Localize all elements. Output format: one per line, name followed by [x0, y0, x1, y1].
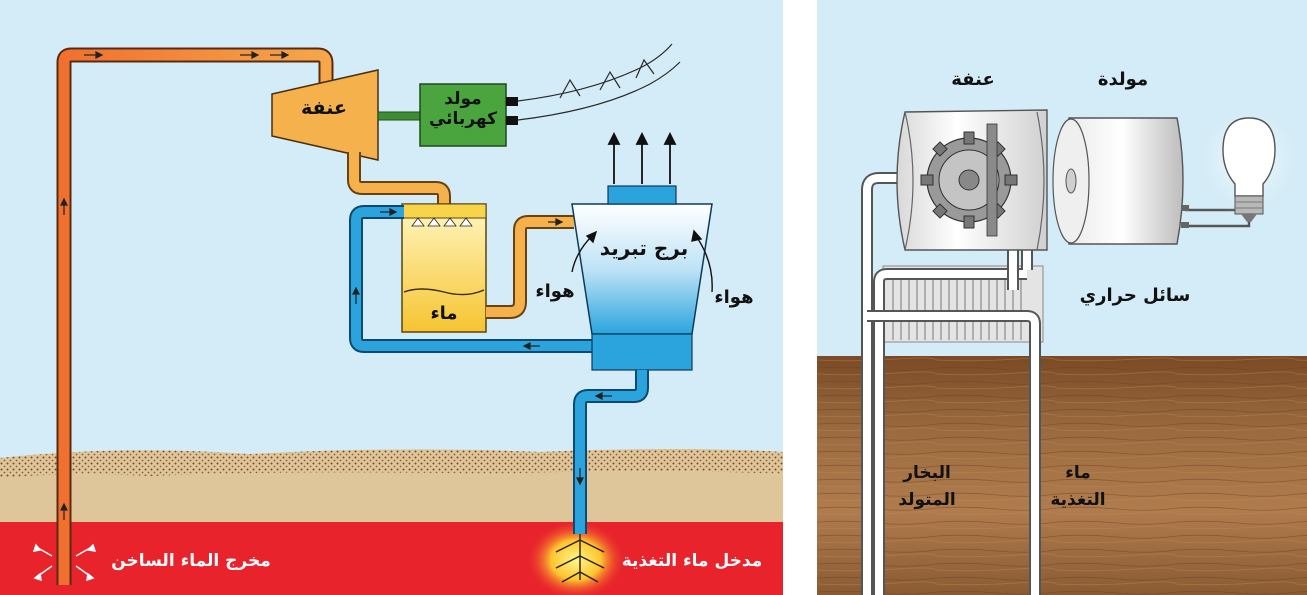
cooling-tower-label: برج تبريد [599, 236, 689, 260]
hot-pipe-arrows [60, 51, 290, 520]
hot-water-outlet-label: مخرج الماء الساخن [111, 551, 271, 571]
cooling-tower-body [571, 203, 713, 335]
return-pipe-arrows [548, 218, 564, 226]
water-level [403, 288, 485, 296]
cold-loop-arrows [352, 208, 540, 350]
feed-water-label: ماء التغذية [1050, 463, 1106, 511]
generator-shaft [1065, 168, 1077, 194]
turbine-shaft [377, 111, 423, 121]
binary-cycle-diagram: عنفة مولدة سائل حراري البخار المتولد ماء… [817, 0, 1307, 595]
power-lines [517, 43, 681, 121]
spray-nozzles [411, 217, 473, 227]
gear-icon [920, 131, 1018, 229]
turbine-label: عنفة [301, 97, 347, 119]
generated-steam-label: البخار المتولد [898, 463, 956, 511]
air-left-label: هواء [535, 281, 575, 302]
generator-terminal-top [506, 97, 518, 106]
thermal-fluid-label: سائل حراري [1079, 285, 1191, 306]
turbine-label: عنفة [951, 69, 995, 90]
generator-terminal-bottom [1181, 222, 1189, 228]
cold-loop [351, 207, 594, 351]
generator-label: مولد كهربائي [428, 89, 498, 129]
generator-box [419, 83, 507, 147]
outlet-arrows [32, 543, 97, 582]
generator-terminal-top [1181, 205, 1189, 211]
turbine-housing-edge [904, 111, 914, 251]
gravel-layer [0, 449, 783, 478]
air-right-label: هواء [714, 287, 754, 308]
generator-terminal-bottom [506, 116, 518, 125]
tower-exhaust-arrows [607, 131, 677, 184]
ground-grain [817, 356, 1307, 595]
binary-cycle-svg [817, 0, 1307, 595]
feed-inlet-branches [555, 534, 605, 583]
hot-pipe [58, 49, 332, 585]
water-label: ماء [430, 303, 458, 324]
cooling-tower-basin [591, 333, 693, 371]
binary-pipes [861, 172, 1041, 595]
turbine-housing-edge-right [1036, 111, 1045, 251]
exhaust-pipe [349, 152, 449, 206]
condenser-spray-bar [401, 203, 487, 219]
feed-water-inlet-label: مدخل ماء التغذية [621, 551, 763, 571]
geothermal-plant-svg [0, 0, 783, 595]
return-pipe [486, 217, 574, 317]
hot-rock-layer [0, 522, 783, 595]
cooling-tower-fan [607, 185, 677, 205]
turbine-body [271, 69, 379, 161]
air-arrows [571, 229, 713, 293]
light-bulb-icon [1222, 117, 1276, 222]
geothermal-plant-diagram: عنفة مولد كهربائي ماء برج تبريد هواء هوا… [0, 0, 783, 595]
feed-pipe-arrows [576, 392, 612, 486]
generator-label: مولدة [1097, 69, 1149, 90]
turbine-rotor-disc [986, 123, 998, 237]
